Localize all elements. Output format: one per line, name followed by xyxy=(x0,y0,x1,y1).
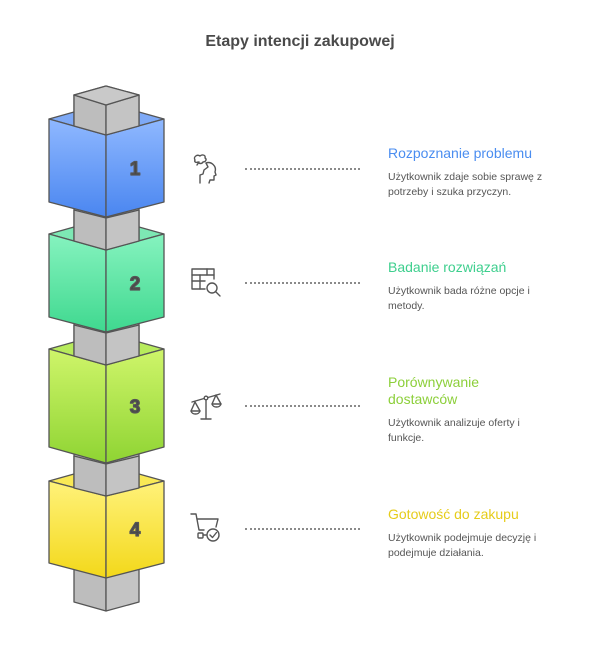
stage-title: Badanie rozwiązań xyxy=(388,259,507,275)
cart-check-icon xyxy=(190,513,220,542)
stage-2: Badanie rozwiązań Użytkownik bada różne … xyxy=(388,259,548,314)
cube-1-left-face xyxy=(48,118,107,218)
stage-4: Gotowość do zakupu Użytkownik podejmuje … xyxy=(388,506,548,561)
step-number-1: 1 xyxy=(130,159,141,180)
scales-icon xyxy=(190,393,222,420)
diagram-title: Etapy intencji zakupowej xyxy=(205,33,395,50)
stage-title: Gotowość do zakupu xyxy=(388,506,519,522)
stage-1: Rozpoznanie problemu Użytkownik zdaje so… xyxy=(388,145,548,200)
head-brain-icon xyxy=(193,154,217,184)
step-number-2: 2 xyxy=(130,274,141,295)
stage-3: Porównywanie dostawców Użytkownik analiz… xyxy=(388,374,523,446)
cube-1: 1 xyxy=(48,85,165,218)
stage-description: Użytkownik podejmuje decyzję i podejmuje… xyxy=(388,532,537,559)
cube-2-right-face xyxy=(105,233,165,333)
cube-1-right-face xyxy=(105,118,165,218)
cube-3: 3 xyxy=(48,324,165,464)
step-number-3: 3 xyxy=(130,397,141,418)
cube-4: 4 xyxy=(48,455,165,579)
stage-title: Porównywanie dostawców xyxy=(388,374,480,407)
cube-2: 2 xyxy=(48,209,165,333)
connector-2 xyxy=(245,282,360,284)
table-search-icon xyxy=(191,268,221,297)
cube-3-left-face xyxy=(48,348,107,464)
stage-description: Użytkownik analizuje oferty i funkcje. xyxy=(388,417,520,444)
connector-3 xyxy=(245,405,360,407)
stage-description: Użytkownik bada różne opcje i metody. xyxy=(388,285,530,312)
stage-description: Użytkownik zdaje sobie sprawę z potrzeby… xyxy=(388,171,543,198)
step-number-4: 4 xyxy=(130,520,141,541)
cube-4-left-face xyxy=(48,480,107,579)
connector-4 xyxy=(245,528,360,530)
cube-2-left-face xyxy=(48,233,107,333)
cube-4-right-face xyxy=(105,480,165,579)
connector-1 xyxy=(245,168,360,170)
cube-3-right-face xyxy=(105,348,165,464)
stage-title: Rozpoznanie problemu xyxy=(388,145,532,161)
